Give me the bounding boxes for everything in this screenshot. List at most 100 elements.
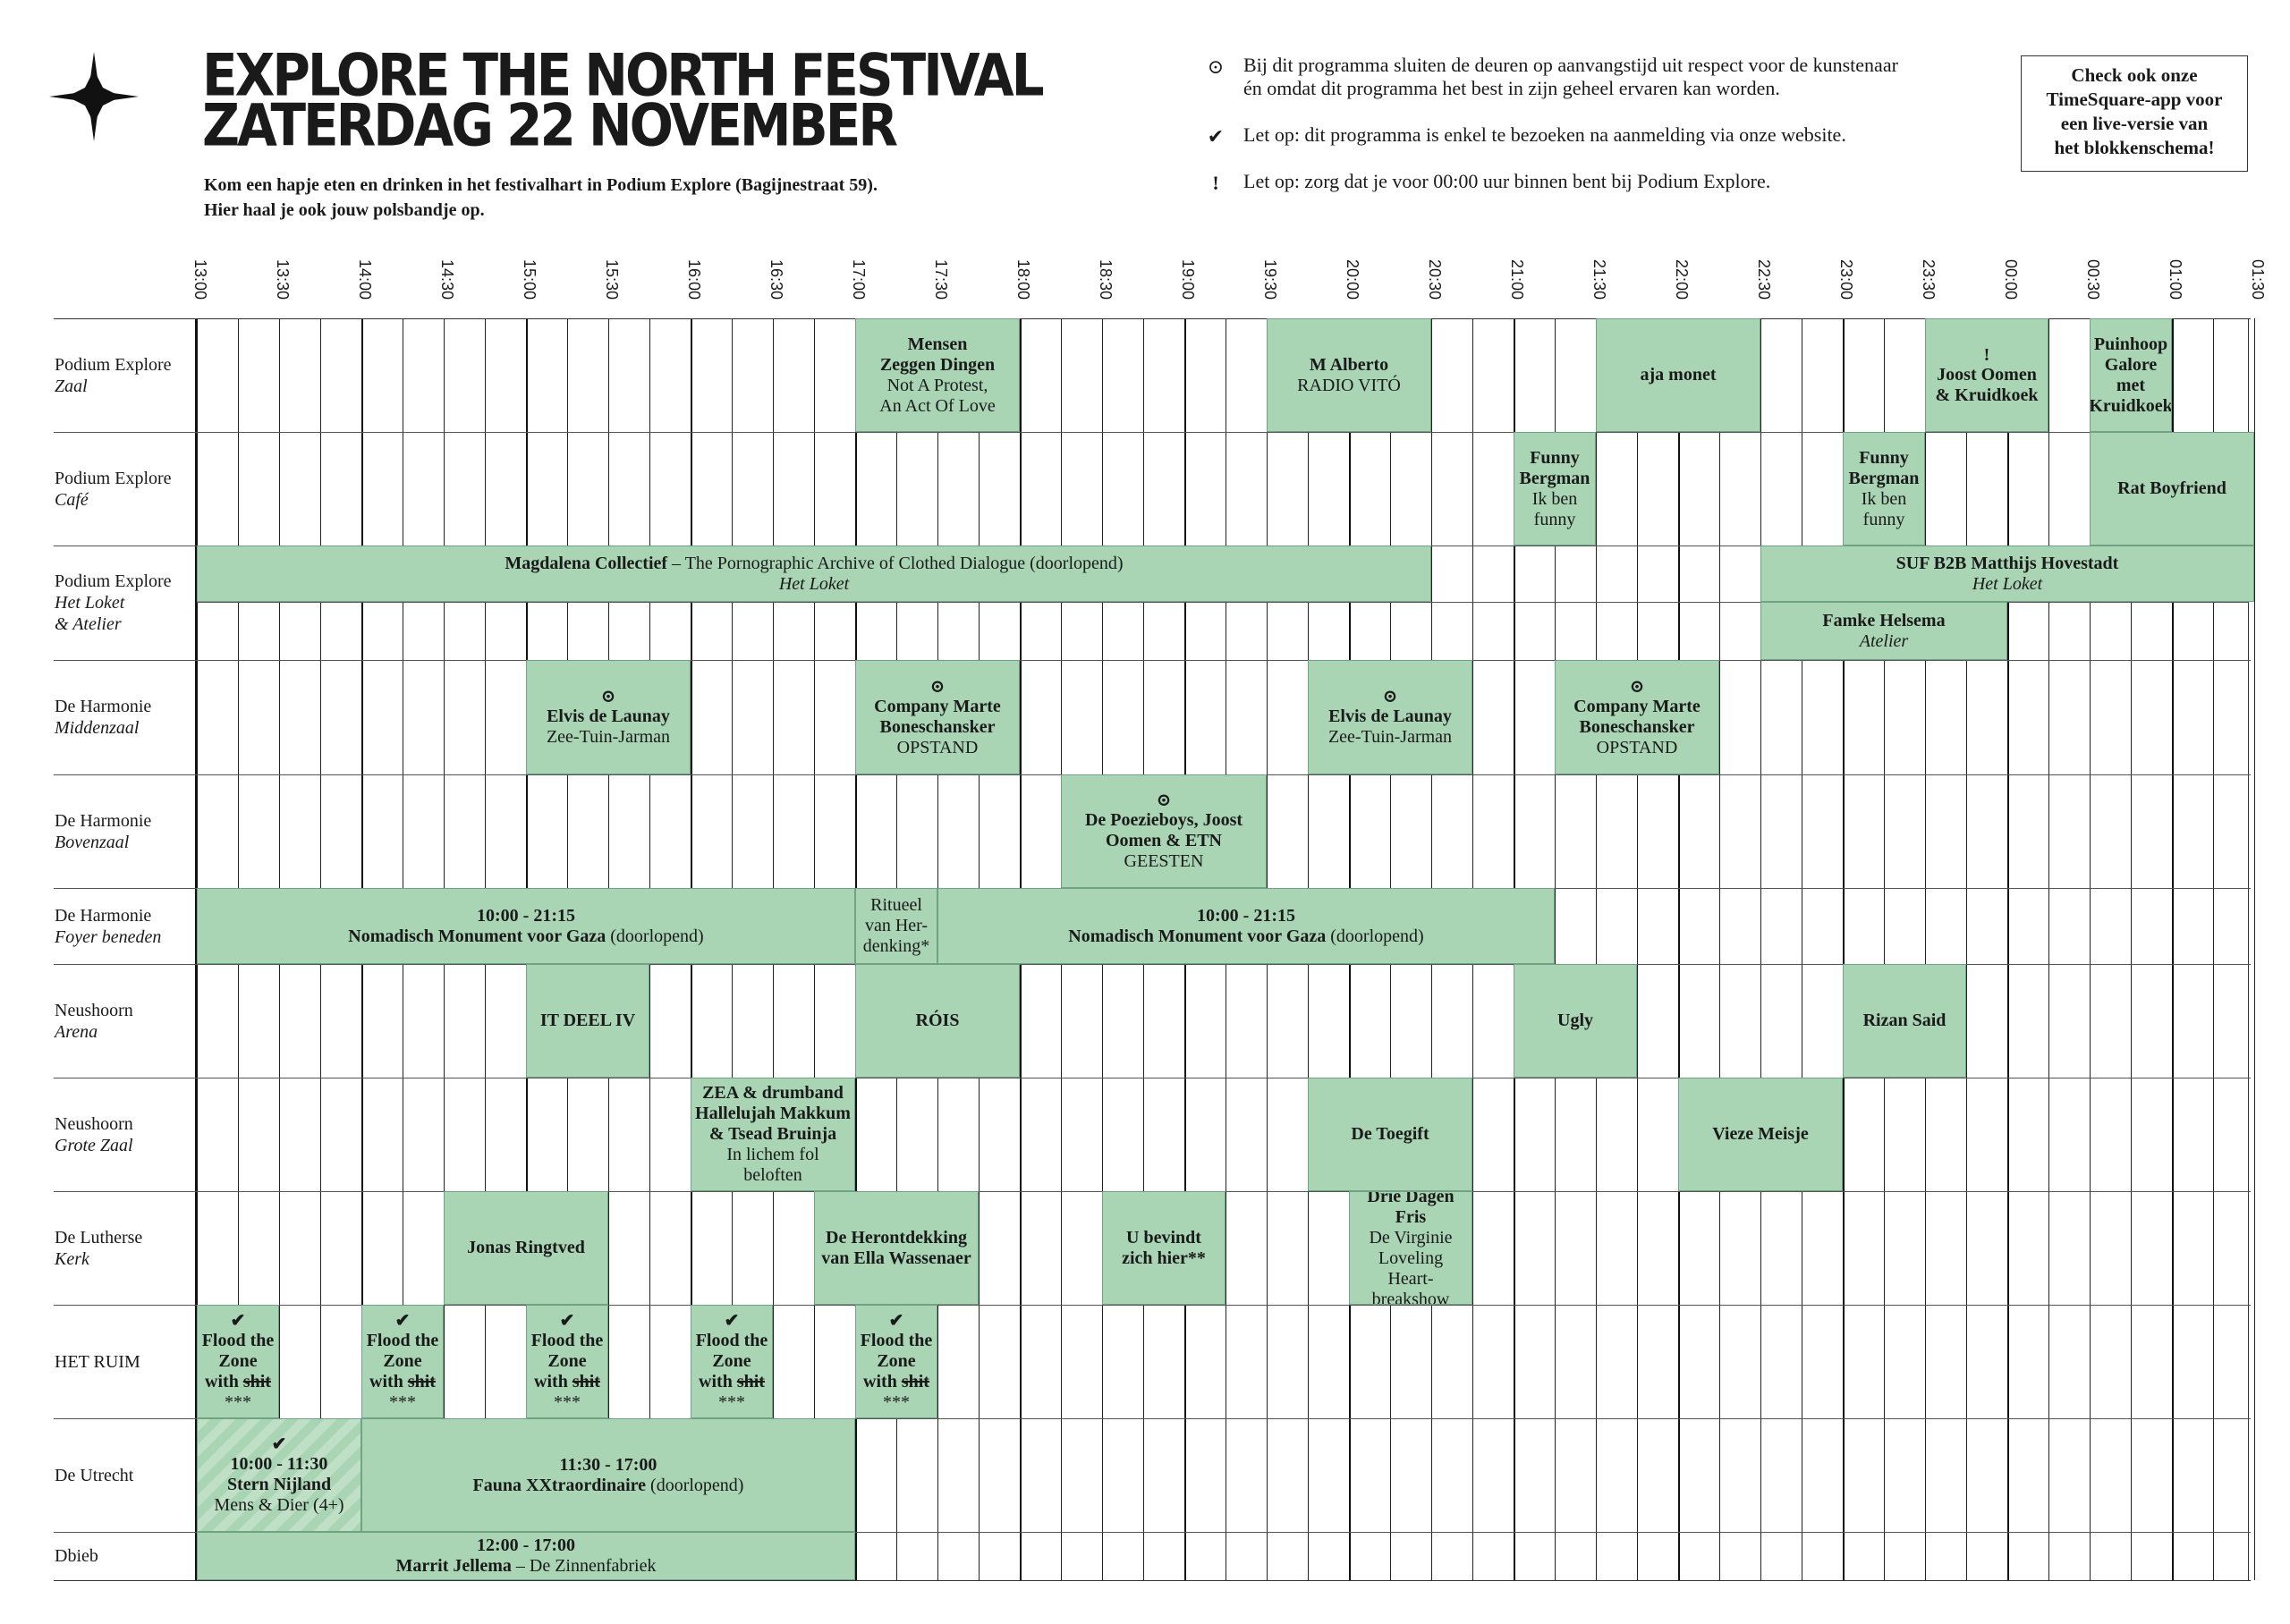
event-title: 10:00 - 21:15 [477,905,575,926]
grid-line [1596,318,1597,1580]
event-subtitle: GEESTEN [1124,851,1204,871]
event-text: Kerk [55,1248,89,1269]
row-divider [54,964,2251,965]
event-subtitle: breakshow [1371,1289,1450,1305]
grid-line-quarter [2131,318,2132,1580]
event-subtitle: Ik ben [1861,488,1907,509]
grid-line [1925,318,1926,1580]
event-title: van Ella Wassenaer [821,1248,971,1268]
event-location: Het Loket [1972,573,2043,594]
event-text: (doorlopend) [1326,926,1424,946]
event-text: Podium Explore [55,354,172,375]
event-rois[interactable]: RÓIS [855,964,1020,1078]
time-label: 18:00 [1014,259,1032,300]
event-text: De Lutherse [55,1227,143,1248]
event-magdalena-collectief[interactable]: Magdalena Collectief – The Pornographic … [197,546,1431,602]
grid-line-quarter [1555,318,1556,1580]
time-label: 13:00 [191,259,209,300]
event-joost-oomen[interactable]: !Joost Oomen& Kruidkoek [1925,318,2048,432]
event-vieze-meisje[interactable]: Vieze Meisje [1678,1078,1843,1191]
event-title: Flood the [366,1330,439,1350]
time-label: 22:00 [1673,259,1691,300]
event-subtitle: Not A Protest, [886,375,988,395]
time-label: 23:30 [1920,259,1938,300]
event-title: & Tsead Bruinja [708,1124,837,1144]
event-title: Flood the [530,1330,604,1350]
event-rizan-said[interactable]: Rizan Said [1843,964,1966,1078]
event-jonas-ringtved[interactable]: Jonas Ringtved [444,1191,608,1305]
grid-line [1678,318,1680,1580]
grid-line [2172,318,2174,1580]
event-aja-monet[interactable]: aja monet [1596,318,1760,432]
event-title: Boneschansker [879,716,996,737]
event-subtitle: Zee-Tuin-Jarman [546,727,671,747]
event-title: Zone [547,1350,587,1371]
event-subtitle: Loveling Heart- [1378,1248,1444,1289]
event-subtitle: In lichem fol [726,1145,819,1164]
event-title: Ugly [1557,1011,1593,1030]
row-divider [197,602,2249,603]
event-text: De Utrecht [55,1465,134,1485]
time-label: 14:00 [356,259,374,300]
time-label: 14:30 [438,259,456,300]
event-title: Rizan Said [1862,1011,1946,1030]
event-title: 11:30 - 17:00 [559,1454,657,1475]
event-text: shit [736,1371,765,1391]
row-divider [54,432,2251,433]
event-text: Marrit Jellema [395,1556,512,1576]
event-title: Jonas Ringtved [467,1238,585,1257]
event-title: 12:00 - 17:00 [477,1535,575,1555]
event-text: – [511,1556,530,1576]
legend-item-midnight: ! Let op: zorg dat je voor 00:00 uur bin… [1204,170,1898,194]
event-title: Company Marte [1573,696,1701,716]
event-rat-boyfriend[interactable]: Rat Boyfriend [2090,432,2254,546]
event-it-deel-iv[interactable]: IT DEEL IV [526,964,649,1078]
event-de-toegift[interactable]: De Toegift [1308,1078,1472,1191]
event-title: aja monet [1640,365,1717,385]
event-text: Podium Explore [55,468,172,488]
event-title: Bergman [1848,468,1920,488]
event-ugly[interactable]: Ugly [1514,964,1637,1078]
event-title: 10:00 - 21:15 [1197,905,1295,926]
time-label: 15:00 [521,259,539,300]
event-text: Nomadisch Monument voor Gaza [348,926,606,946]
event-subtitle: funny [1862,509,1905,529]
time-label: 20:00 [1344,259,1361,300]
time-label: 16:00 [685,259,703,300]
event-title: Elvis de Launay [1328,706,1452,726]
grid-frame [2248,318,2249,1580]
event-subtitle: *** [225,1391,251,1412]
